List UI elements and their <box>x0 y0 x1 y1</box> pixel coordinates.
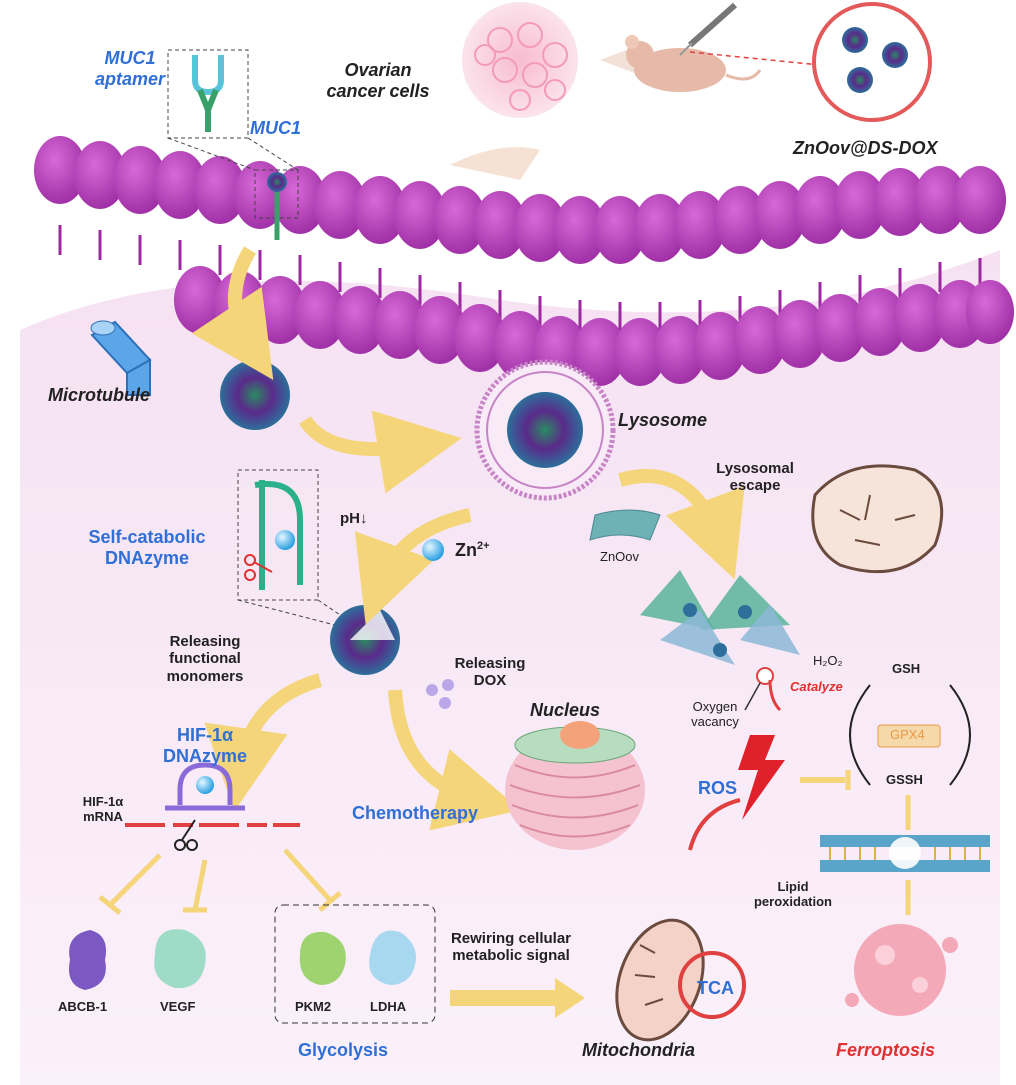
internalized-np-icon <box>220 360 290 430</box>
aptamer-icon <box>192 55 224 132</box>
znoov-label: ZnOov <box>600 549 640 564</box>
catalyze-label: Catalyze <box>790 679 843 694</box>
nucleus-icon <box>505 721 645 850</box>
membrane-tails <box>58 225 982 332</box>
hif-dnazyme-icon <box>165 762 245 811</box>
ros-lightning-icon <box>738 735 785 820</box>
scissors-icon-mrna <box>174 819 198 851</box>
muc1-label: MUC1 <box>250 118 302 138</box>
dnazyme-icon <box>254 480 303 590</box>
ldha-protein-icon <box>369 930 416 985</box>
lysosomal-escape-label: Lysosomal escape <box>716 460 794 495</box>
ovarian-cells-label: Ovarian cancer cells <box>326 60 430 101</box>
gsh-cycle-icon <box>849 684 971 786</box>
zinc-text: Zn <box>455 540 477 560</box>
lipid-bilayer-icon <box>820 835 990 872</box>
glycolysis-box <box>274 904 436 1024</box>
gpx4-label: GPX4 <box>890 727 925 742</box>
dox-molecules-icon <box>426 679 454 709</box>
h2o2-label: H₂O₂ <box>813 653 843 668</box>
rewiring-label: Rewiring cellular metabolic signal <box>450 930 572 965</box>
nanoparticle-zoom-icon <box>812 2 932 122</box>
zinc-ion-label: Zn2+ <box>455 540 490 561</box>
abcb1-label: ABCB-1 <box>58 999 108 1014</box>
self-catabolic-dnazyme-label: Self-catabolic DNAzyme <box>88 527 206 568</box>
lysosome-label: Lysosome <box>618 410 708 430</box>
syringe-icon <box>679 2 737 56</box>
glycolysis-label: Glycolysis <box>298 1040 389 1060</box>
muc1-aptamer-label: MUC1 aptamer <box>94 48 166 89</box>
scissors-icon-dnazyme <box>244 554 273 581</box>
crystal-structure-icon <box>640 570 800 665</box>
gssh-label: GSSH <box>886 772 923 787</box>
microtubule-label: Microtubule <box>48 385 150 405</box>
vegf-protein-icon <box>154 929 206 989</box>
ferroptosis-label: Ferroptosis <box>836 1040 936 1060</box>
ph-down-arrow: ↓ <box>360 510 368 527</box>
ph-text: pH <box>340 510 360 527</box>
oxygen-vacancy-label: Oxygen vacancy <box>691 699 739 729</box>
tca-label: TCA <box>697 978 734 998</box>
nucleus-label: Nucleus <box>530 700 601 720</box>
lipid-peroxidation-label: Lipid peroxidation <box>753 879 832 909</box>
pkm2-label: PKM2 <box>295 999 332 1014</box>
hif-mrna-label: HIF-1α mRNA <box>82 794 124 824</box>
lysosome-icon <box>474 359 616 501</box>
ros-label: ROS <box>698 778 738 798</box>
releasing-monomers-label: Releasing functional monomers <box>166 633 244 685</box>
ph-label: pH↓ <box>340 510 368 527</box>
tumor-spheroid-icon <box>462 2 578 118</box>
gsh-label: GSH <box>892 661 921 676</box>
mitochondrion-icon-top <box>811 464 944 574</box>
pkm2-protein-icon <box>299 931 346 985</box>
ldha-label: LDHA <box>370 999 407 1014</box>
chemotherapy-label: Chemotherapy <box>352 803 479 823</box>
zinc-ion-icon <box>422 539 444 561</box>
ferroptotic-cell-icon <box>845 924 958 1016</box>
mitochondrion-icon-bottom <box>615 918 746 1042</box>
rewiring-arrow-icon <box>450 978 585 1018</box>
mouse-icon <box>625 35 762 92</box>
mitochondria-label: Mitochondria <box>582 1040 695 1060</box>
microtubule-icon <box>90 320 152 396</box>
hif-dnazyme-label: HIF-1α DNAzyme <box>162 725 248 766</box>
abcb1-protein-icon <box>69 930 106 990</box>
zinc-charge: 2+ <box>477 540 490 552</box>
releasing-dox-label: Releasing DOX <box>454 655 526 690</box>
vegf-label: VEGF <box>160 999 196 1014</box>
nanoparticle-label: ZnOov@DS-DOX <box>793 138 938 158</box>
